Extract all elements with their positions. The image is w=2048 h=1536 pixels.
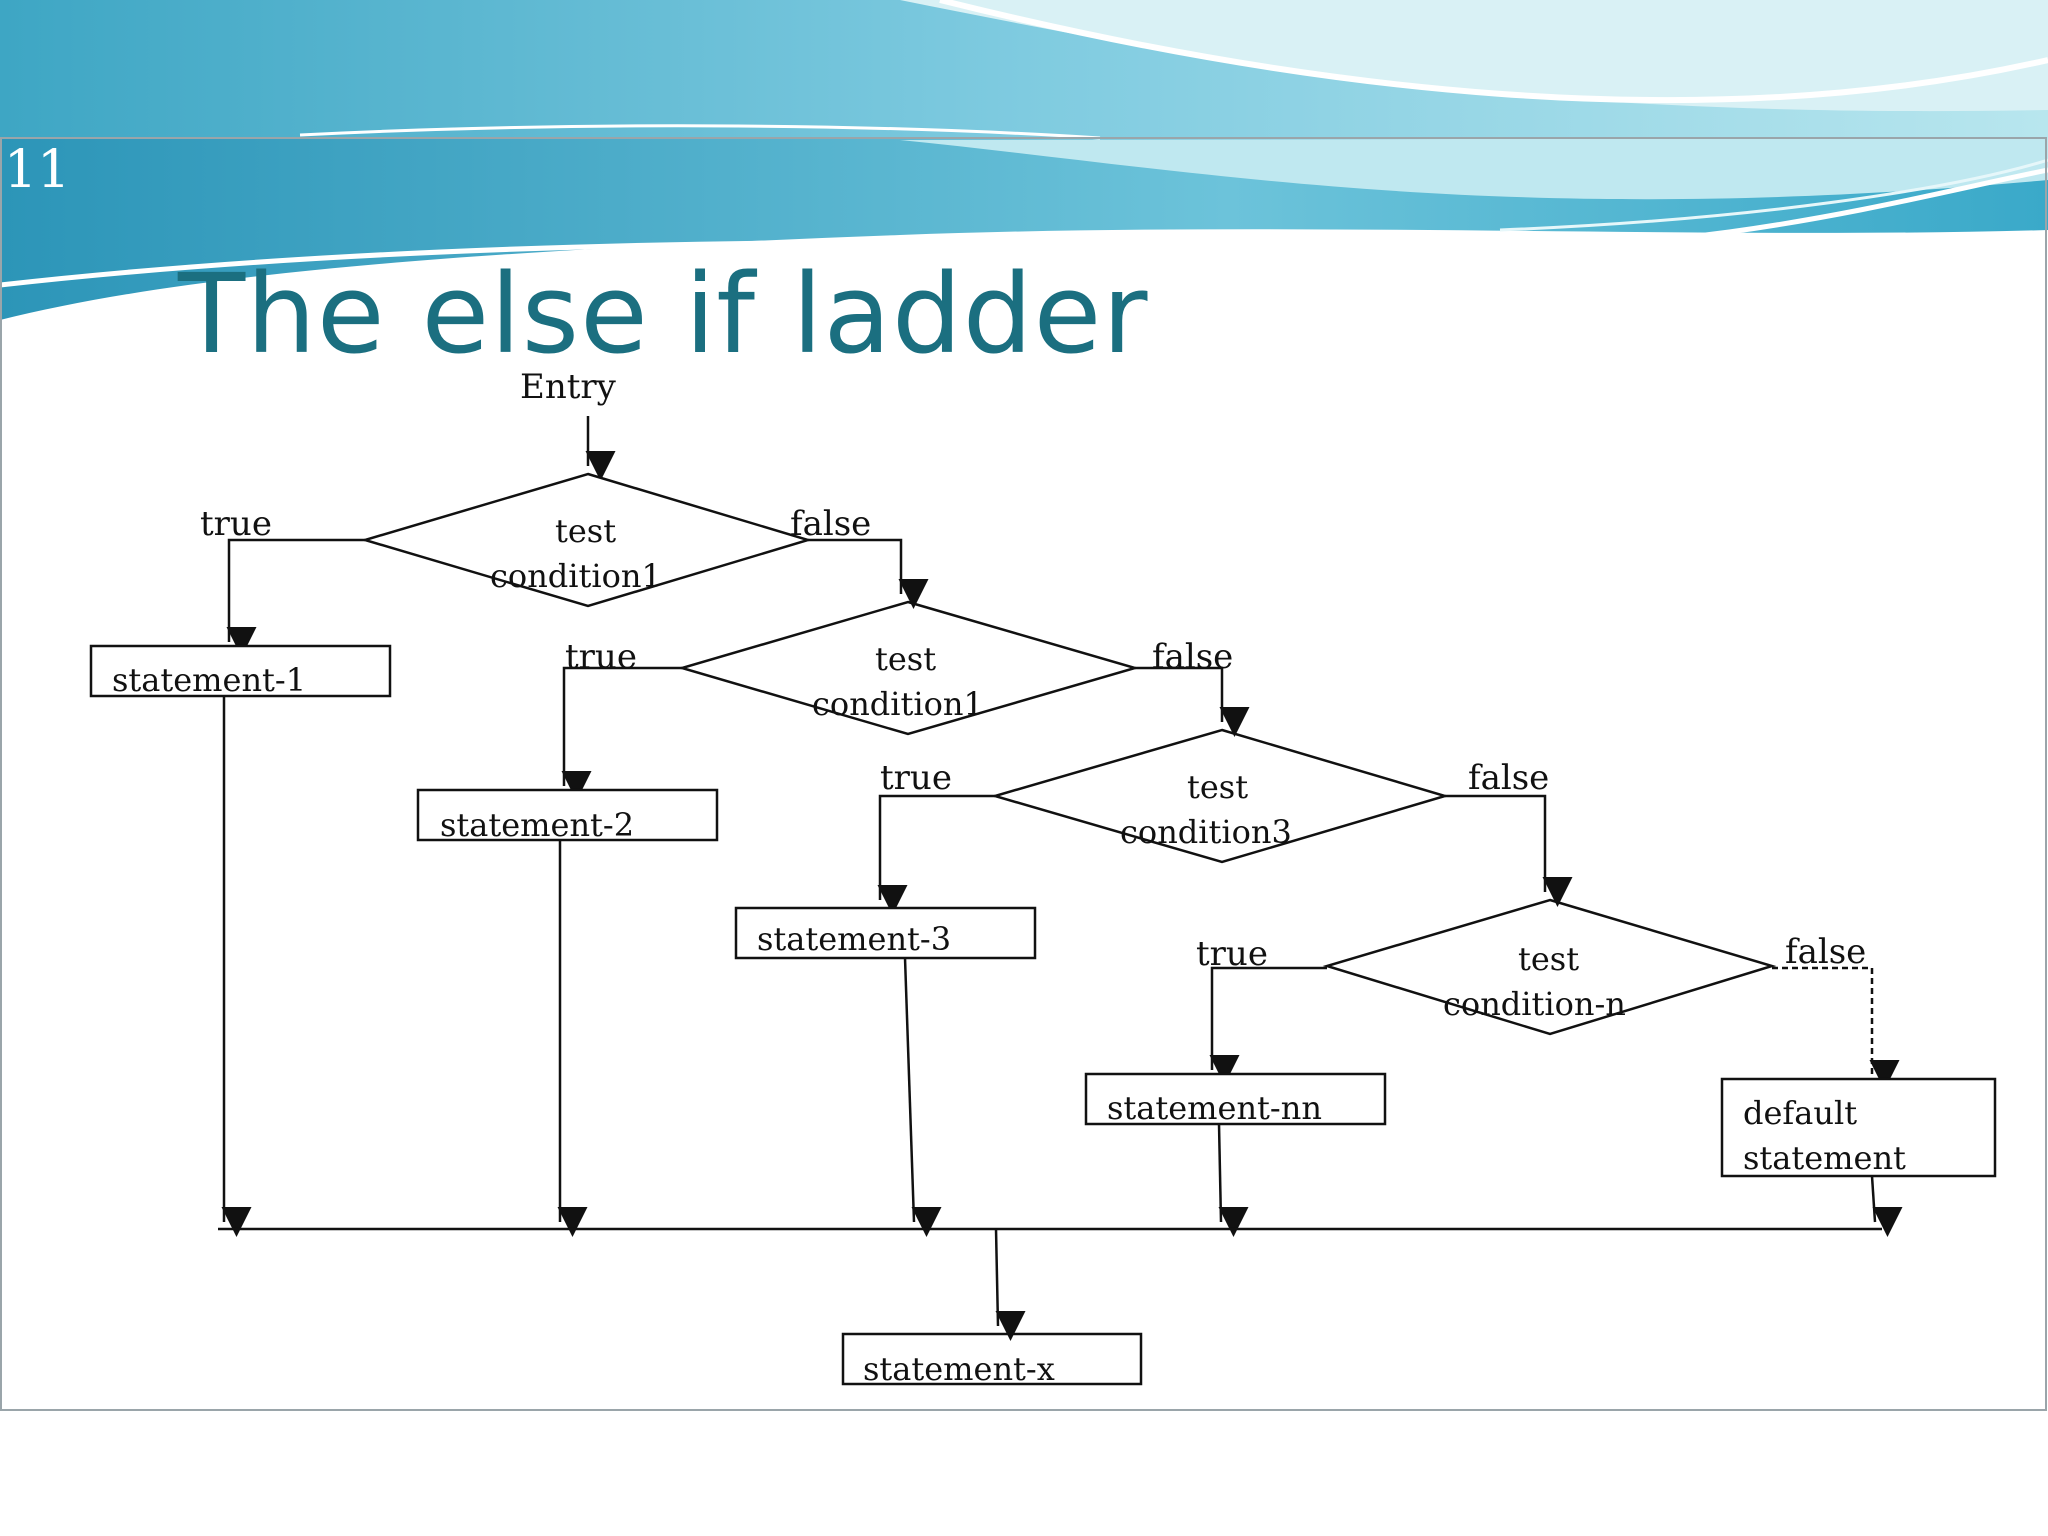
statement-box-1	[89, 644, 392, 698]
condition-3-line1: test	[1187, 768, 1248, 806]
condition-1-line2: condition1	[490, 557, 662, 595]
condition-2-line2: condition1	[812, 685, 984, 723]
false-branch-1	[808, 538, 929, 609]
false-label-2: false	[1152, 637, 1233, 677]
flow-line-default	[1870, 1175, 1903, 1237]
false-branch-n	[1772, 966, 1900, 1090]
condition-2-line1: test	[875, 640, 936, 678]
true-branch-2	[561, 666, 682, 801]
statement-3-label: statement-3	[757, 920, 951, 958]
true-label-3: true	[880, 758, 952, 798]
statement-x-box	[841, 1332, 1143, 1386]
default-statement-box	[1720, 1077, 1997, 1178]
statement-box-3	[734, 906, 1037, 960]
flow-line-3	[903, 957, 942, 1237]
true-label-1: true	[200, 504, 272, 544]
true-branch-n	[1209, 966, 1327, 1085]
default-statement-line2: statement	[1743, 1139, 1906, 1177]
true-branch-1	[226, 538, 365, 657]
condition-1-line1: test	[555, 512, 616, 550]
statement-1-label: statement-1	[112, 661, 306, 699]
statement-box-2	[416, 788, 719, 842]
statement-nn-label: statement-nn	[1107, 1089, 1322, 1127]
entry-label: Entry	[520, 367, 617, 407]
statement-box-nn	[1084, 1072, 1387, 1126]
exit-arrow	[994, 1228, 1026, 1341]
false-branch-3	[1445, 794, 1573, 907]
decision-diamond-4	[1322, 898, 1777, 1036]
decision-diamond-2	[677, 600, 1140, 736]
decision-diamond-1	[360, 472, 813, 608]
slide-title: The else if ladder	[178, 250, 1149, 378]
true-branch-3	[877, 794, 995, 915]
false-label-n: false	[1785, 932, 1866, 972]
false-label-1: false	[790, 504, 871, 544]
false-label-3: false	[1468, 758, 1549, 798]
flow-line-nn	[1217, 1123, 1249, 1237]
condition-n-line2: condition-n	[1443, 985, 1626, 1023]
condition-3-line2: condition3	[1120, 813, 1292, 851]
decision-diamond-3	[990, 728, 1450, 864]
true-label-2: true	[565, 637, 637, 677]
false-branch-2	[1135, 666, 1250, 737]
default-statement-line1: default	[1743, 1094, 1857, 1132]
statement-2-label: statement-2	[440, 806, 634, 844]
statement-x-label: statement-x	[863, 1350, 1055, 1388]
true-label-n: true	[1196, 934, 1268, 974]
slide-number: 11	[4, 140, 71, 200]
condition-n-line1: test	[1518, 940, 1579, 978]
